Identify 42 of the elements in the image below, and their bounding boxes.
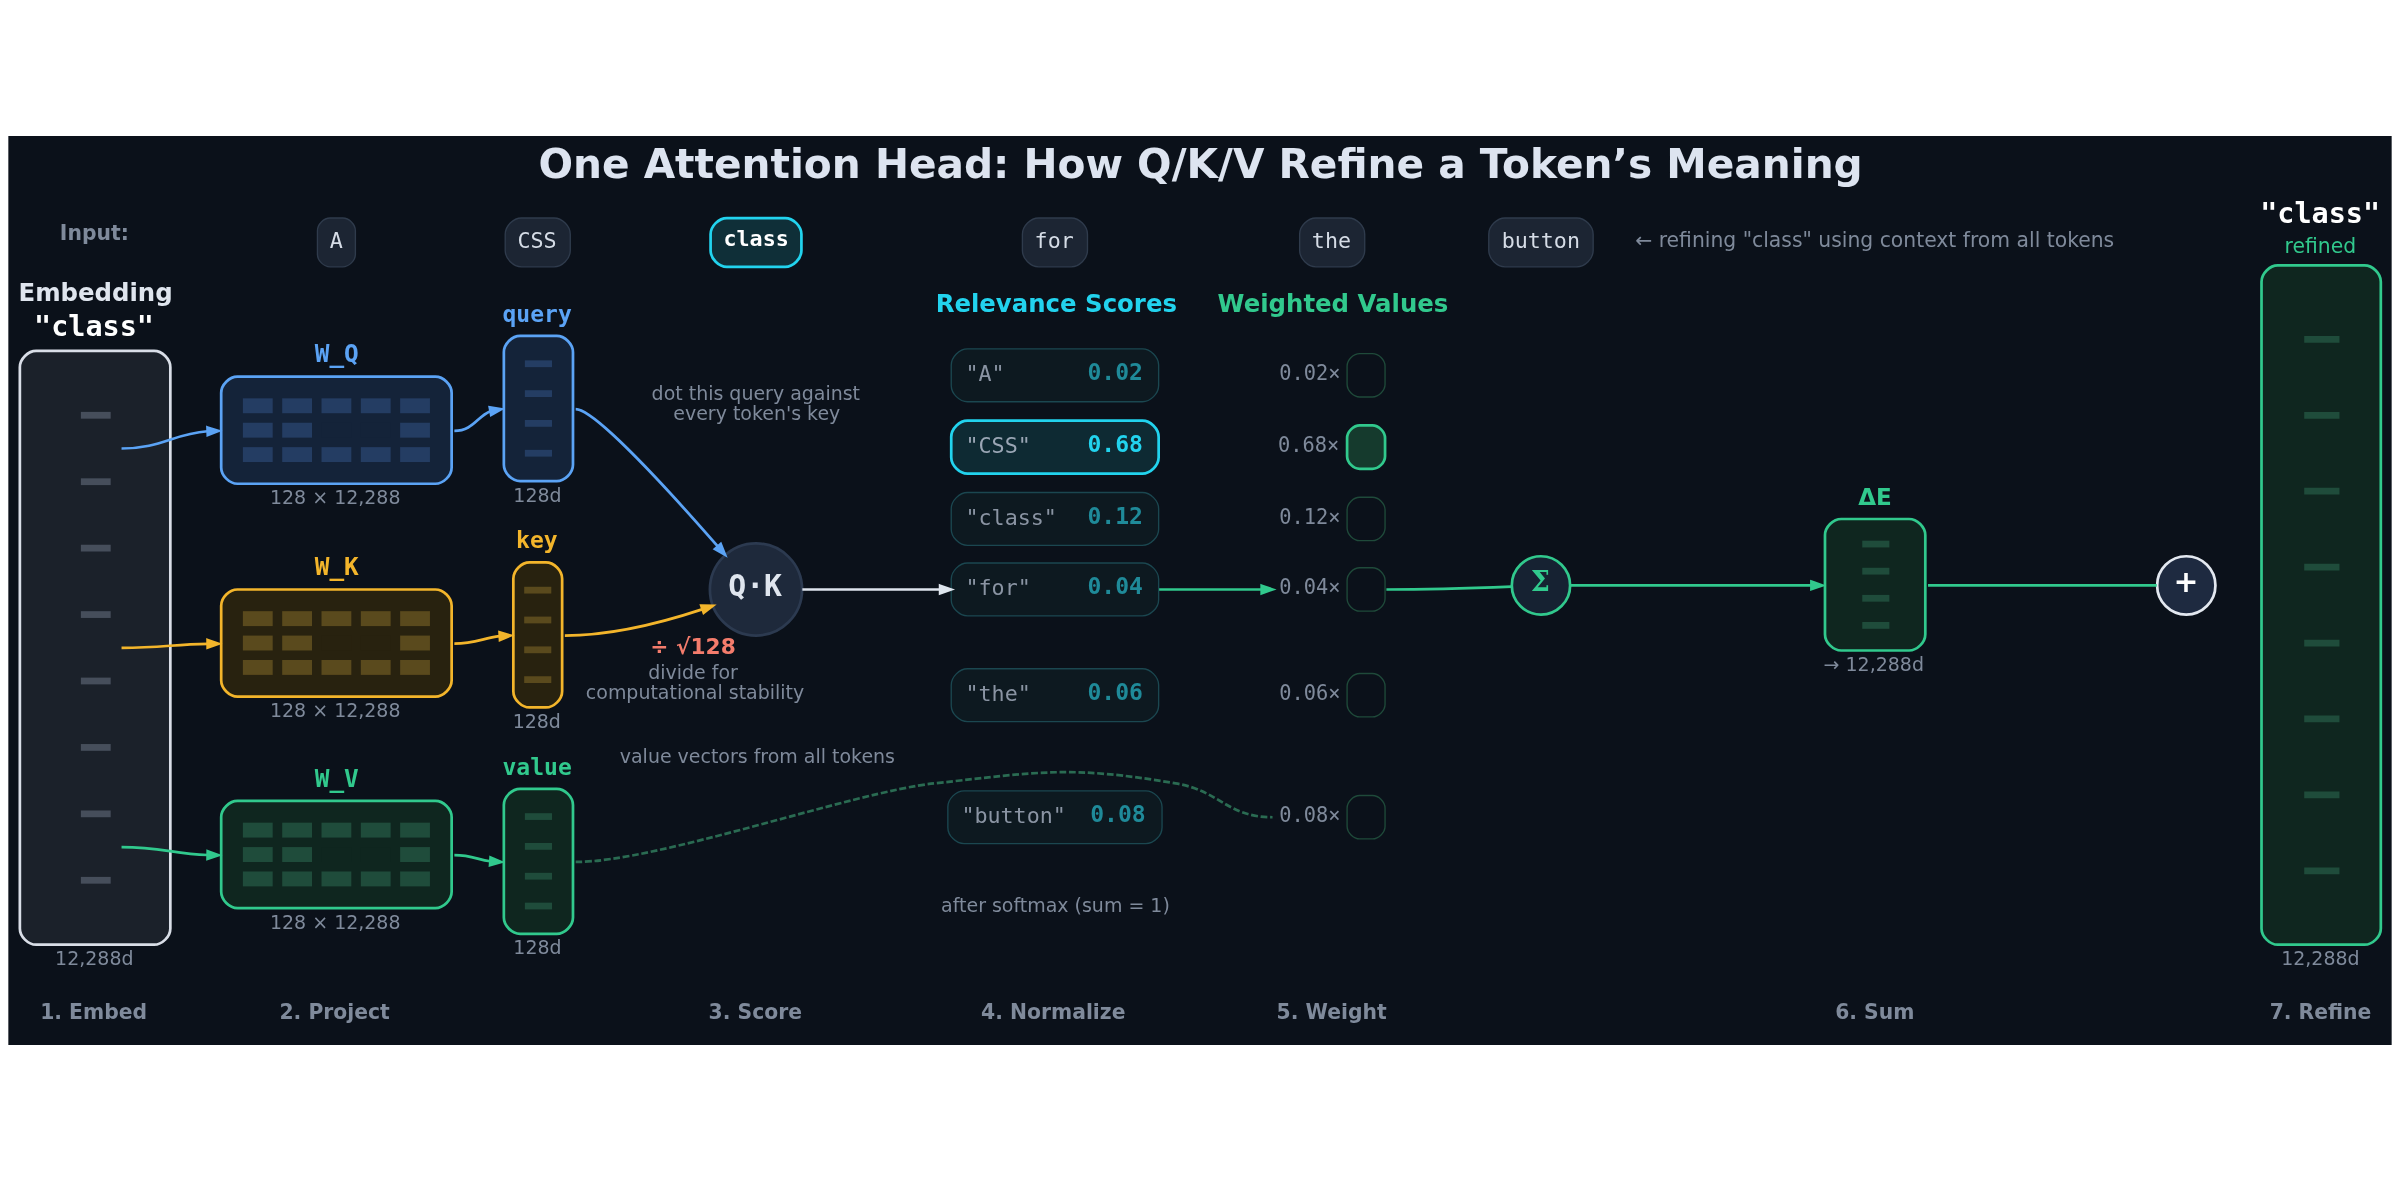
label: 2. Project	[279, 999, 390, 1024]
node-label: 0.04×	[1279, 574, 1341, 599]
label: value vectors from all tokens	[619, 744, 895, 767]
label: 7. Refine	[2269, 999, 2372, 1024]
label: Input:	[59, 220, 129, 245]
node-label: 128 × 12,288	[269, 698, 401, 721]
node-label: 0.12×	[1279, 504, 1341, 529]
node-label: Embedding	[18, 277, 173, 307]
node-label: divide for computational stability	[585, 660, 805, 703]
label: 3. Score	[708, 999, 802, 1024]
node-label: refined	[2284, 233, 2357, 258]
label: 5. Weight	[1276, 999, 1387, 1024]
node-label: 0.08×	[1279, 802, 1341, 827]
node-label: W_Q	[314, 338, 359, 368]
label: Weighted Values	[1217, 288, 1449, 318]
node-label: 128d	[513, 483, 562, 506]
node-label: value	[502, 753, 572, 780]
label: 1. Embed	[40, 999, 148, 1024]
node-label: 0.68×	[1277, 432, 1340, 457]
node-label: W_K	[314, 551, 359, 581]
label: ← refining "class" using context from all tokens	[1635, 227, 2115, 252]
node-label: 0.06×	[1279, 680, 1341, 705]
node-label: 128 × 12,288	[269, 485, 401, 508]
label: 6. Sum	[1835, 999, 1915, 1024]
node-label: "class"	[2260, 196, 2381, 230]
node-label: query	[502, 300, 572, 327]
node-label: W_V	[314, 763, 359, 793]
node-label: 12,288d	[2281, 946, 2360, 969]
node-label: 128d	[513, 935, 562, 958]
diagram-title: One Attention Head: How Q/K/V Refine a Token’s Meaning	[538, 139, 1863, 188]
node-label: → 12,288d	[1823, 652, 1924, 675]
label: dot this query against every token's key	[651, 381, 861, 424]
node-label: "class"	[34, 309, 155, 343]
node-label: 12,288d	[55, 946, 134, 969]
node-label: 0.02×	[1279, 360, 1341, 385]
node-label: 128d	[512, 709, 561, 732]
node-label: 128 × 12,288	[269, 910, 401, 933]
label: Relevance Scores	[935, 288, 1177, 318]
node-label: ΔE	[1858, 483, 1892, 510]
label: 4. Normalize	[981, 999, 1126, 1024]
label: after softmax (sum = 1)	[941, 893, 1170, 916]
node-label: key	[516, 526, 558, 553]
